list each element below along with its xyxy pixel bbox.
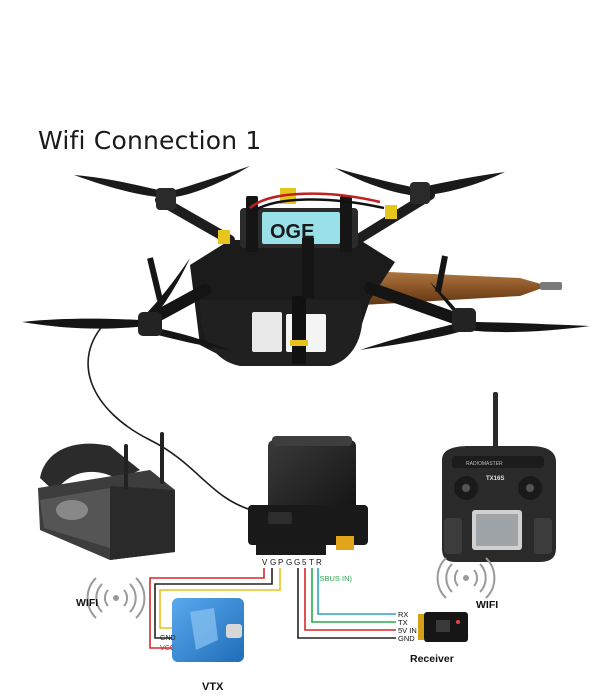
wifi-module-battery [268, 440, 356, 518]
landing-leg-left [147, 257, 163, 301]
battery-display: OGE [270, 221, 314, 243]
wifi-module-header [256, 545, 326, 555]
goggles-lens-left [56, 500, 88, 520]
wifi-right-icon [436, 557, 496, 599]
fpv-goggles [38, 432, 175, 560]
battery-strap-2 [340, 196, 352, 252]
vtx-board [172, 598, 244, 662]
gimbal-left-stick [462, 484, 470, 492]
receiver-chip [436, 620, 450, 632]
radio-top-bar [452, 456, 544, 468]
arm-front-right [364, 282, 466, 326]
battery-lead [249, 192, 381, 209]
vtx-pin-vcc: VCC [160, 645, 175, 652]
drone: OGE [22, 166, 590, 513]
pin-label: T [309, 558, 314, 567]
radio-transmitter: RADIOMASTER TX16S [442, 392, 556, 562]
wifi-left-label: WIFI [76, 597, 98, 609]
pod-strap [292, 296, 306, 364]
wifi-module [248, 436, 368, 555]
radio-antenna [493, 392, 498, 450]
pod-label-1 [252, 312, 282, 352]
connector-yellow-right [385, 205, 397, 219]
radio-body [442, 446, 556, 562]
pin-label: V [262, 558, 268, 567]
center-mast [302, 238, 314, 298]
sbus-label: (SBUS IN) [317, 574, 353, 583]
wire-vtx-red [149, 568, 265, 649]
receiver-pin-5v: 5V IN [398, 626, 417, 635]
goggles-antenna-left [124, 444, 128, 490]
payload-rocket-tip [540, 282, 562, 290]
receiver-board [418, 612, 468, 642]
vtx-label: VTX [202, 681, 224, 693]
receiver-pin-rx: RX [398, 610, 408, 619]
wire-5v-red [304, 568, 396, 631]
pod-strap-yellow [290, 340, 308, 346]
receiver-led [456, 620, 460, 624]
goggles-antenna-right [160, 432, 164, 484]
motor-rear-right [410, 182, 430, 204]
gimbal-right-stick [526, 484, 534, 492]
propeller-front-left-blade-icon [145, 326, 230, 350]
radio-grip-left [444, 518, 462, 554]
pin-label: 5 [302, 558, 307, 567]
radio-model: TX16S [486, 476, 504, 482]
page-title: Wifi Connection 1 [38, 126, 262, 155]
receiver-label: Receiver [410, 653, 454, 665]
antenna-cable [87, 321, 259, 513]
receiver-pin-tx: TX [398, 618, 408, 627]
radio-screen-inner [476, 514, 518, 546]
wifi-left-icon [86, 577, 146, 619]
vtx-logo-icon [190, 608, 218, 650]
pin-label: P [278, 558, 283, 567]
goggles-front [110, 486, 175, 560]
wifi-right-label: WIFI [476, 599, 498, 611]
vtx-pin-gnd: GND [160, 635, 176, 642]
motor-rear-left [156, 188, 176, 210]
connector-yellow-left [218, 230, 230, 244]
receiver-pins [418, 614, 424, 640]
vtx-antenna-connector [226, 624, 242, 638]
battery-lead-black [251, 198, 385, 214]
radio-brand: RADIOMASTER [466, 461, 503, 467]
wire-gnd-black [297, 568, 396, 639]
receiver-pin-gnd: GND [398, 634, 415, 643]
vtx-wiring [149, 568, 281, 649]
landing-leg-right [435, 255, 448, 293]
pin-label: G [294, 558, 300, 567]
receiver-pin-labels: RX TX 5V IN GND [398, 610, 417, 643]
wifi-module-cap [272, 436, 352, 446]
propeller-front-left-icon [22, 258, 190, 329]
wifi-module-usb [336, 536, 354, 550]
goggles-strap [40, 443, 140, 492]
pin-label: G [286, 558, 292, 567]
pin-label: R [316, 558, 322, 567]
receiver-wiring [297, 568, 396, 639]
pin-label: G [270, 558, 276, 567]
battery-screen [262, 212, 340, 244]
radio-grip-right [534, 518, 552, 554]
wire-vtx-yellow [159, 568, 281, 629]
wire-rx-cyan [317, 568, 396, 615]
wifi-module-port [268, 512, 292, 524]
pin-header-labels: V G P G G 5 T R [262, 558, 322, 567]
motor-front-left [138, 312, 162, 336]
propeller-front-right-icon [360, 282, 590, 350]
wire-tx-green [311, 568, 396, 623]
wire-vtx-black [154, 568, 273, 639]
motor-front-right [452, 308, 476, 332]
